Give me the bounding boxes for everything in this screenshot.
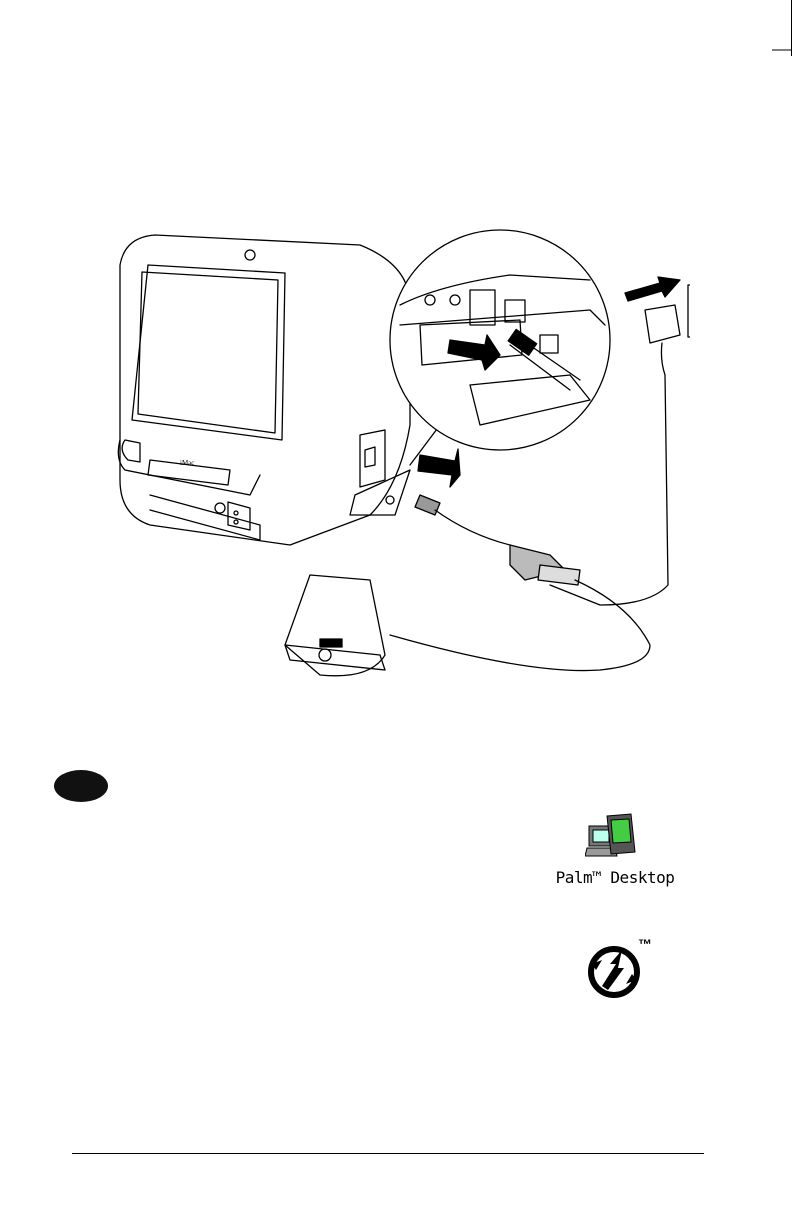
insert-arrow	[418, 449, 460, 487]
footer-rule	[72, 1153, 704, 1154]
trademark-symbol: ™	[638, 936, 652, 952]
wall-outlet	[688, 285, 690, 337]
palm-device-icon	[585, 812, 645, 864]
power-adapter	[645, 305, 680, 343]
power-arrow	[625, 277, 680, 301]
step-number-badge	[54, 770, 108, 802]
imac-screen	[132, 265, 285, 440]
crop-mark	[772, 40, 792, 62]
zoom-detail-circle	[390, 230, 610, 450]
connection-illustration: iMac	[110, 225, 690, 695]
palm-desktop-label: Palm™ Desktop	[545, 868, 685, 887]
hotsync-icon[interactable]: ™	[582, 936, 660, 1000]
palm-desktop-icon[interactable]: Palm™ Desktop	[545, 812, 685, 892]
imac-label: iMac	[180, 459, 194, 467]
